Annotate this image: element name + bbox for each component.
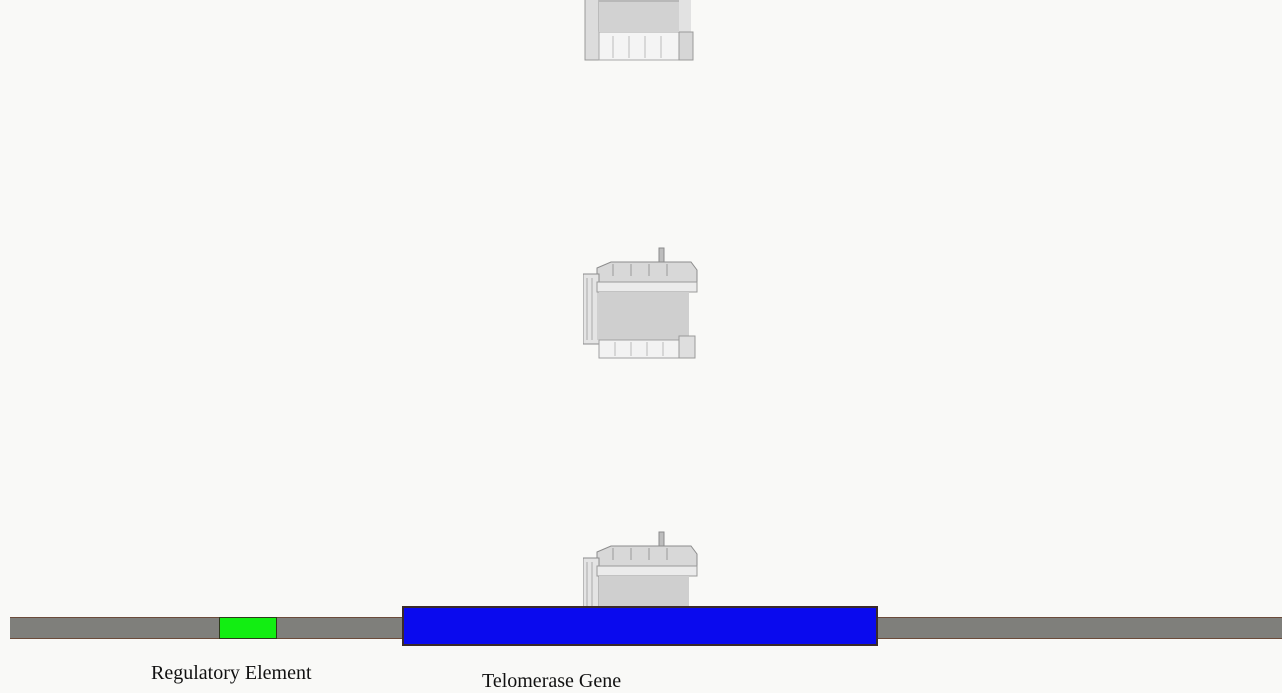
regulatory-element-label: Regulatory Element bbox=[151, 662, 312, 684]
rna-polymerase-icon bbox=[583, 0, 703, 92]
rna-polymerase-icon bbox=[583, 530, 703, 650]
regulatory-element-box bbox=[219, 617, 277, 639]
rna-polymerase-icon bbox=[583, 246, 703, 366]
telomerase-gene-box bbox=[402, 606, 878, 646]
telomerase-gene-label: Telomerase Gene bbox=[482, 670, 622, 692]
